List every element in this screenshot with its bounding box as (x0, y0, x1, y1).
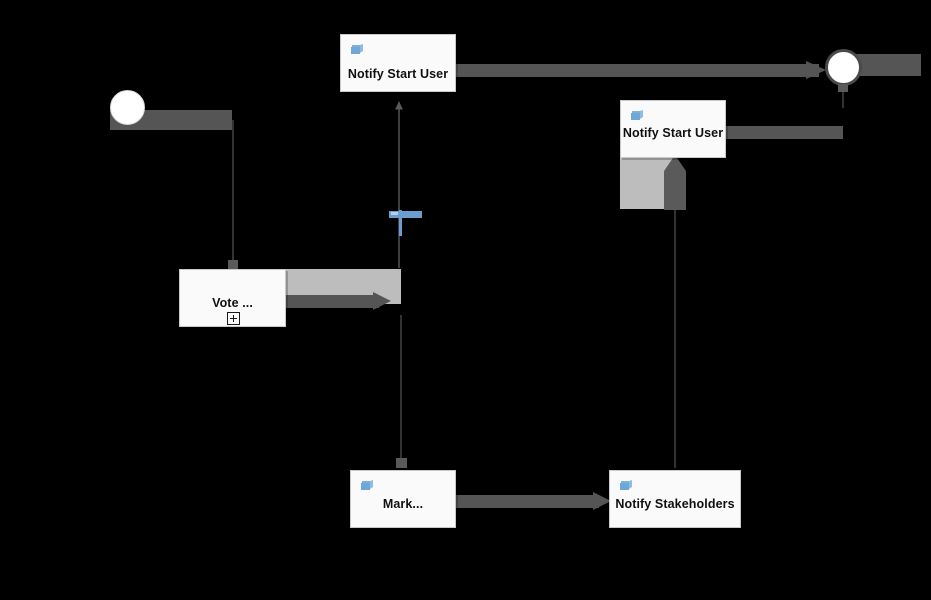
task-script-icon (361, 480, 373, 490)
connector-arrowhead-notify-right-up (664, 155, 686, 210)
task-notify-start-user-top[interactable]: Notify Start User (340, 34, 456, 92)
connector-bar-end-right[interactable] (855, 54, 921, 76)
expand-plus-icon[interactable] (227, 312, 240, 325)
task-vote[interactable]: Vote ... (179, 269, 286, 327)
task-label: Notify Start User (347, 67, 449, 81)
connector-endpoint-handle-end[interactable] (838, 84, 848, 92)
task-script-icon (620, 480, 632, 490)
task-notify-stakeholders[interactable]: Notify Stakeholders (609, 470, 741, 528)
connector-arrowhead-stakeholders (593, 492, 611, 510)
task-label: Notify Stakeholders (615, 497, 735, 511)
connector-arrowhead-vote-right (373, 292, 391, 310)
task-label: Notify Start User (622, 126, 724, 140)
edge-waypoint-handle[interactable] (389, 211, 422, 218)
task-script-icon (351, 44, 363, 54)
connector-bar-notify-right[interactable] (724, 126, 843, 139)
connector-bar-mark-to-stakeholders[interactable] (456, 495, 599, 508)
connector-bar-vote-right[interactable] (286, 295, 379, 308)
end-event[interactable] (825, 49, 862, 86)
task-label: Mark... (382, 497, 424, 511)
edge-waypoint-handle-stem[interactable] (399, 210, 402, 236)
connector-bar-notify-top-to-end[interactable] (455, 64, 819, 77)
connector-endpoint-handle-vote[interactable] (228, 260, 238, 269)
connector-arrowhead-to-end (806, 61, 826, 79)
task-mark[interactable]: Mark... (350, 470, 456, 528)
task-notify-start-user-right[interactable]: Notify Start User (620, 100, 726, 158)
edge-waypoint-handle-highlight (391, 212, 398, 215)
task-label: Vote ... (212, 296, 253, 310)
connector-endpoint-handle-mark[interactable] (396, 458, 407, 468)
task-script-icon (631, 110, 643, 120)
start-event[interactable] (110, 90, 145, 125)
